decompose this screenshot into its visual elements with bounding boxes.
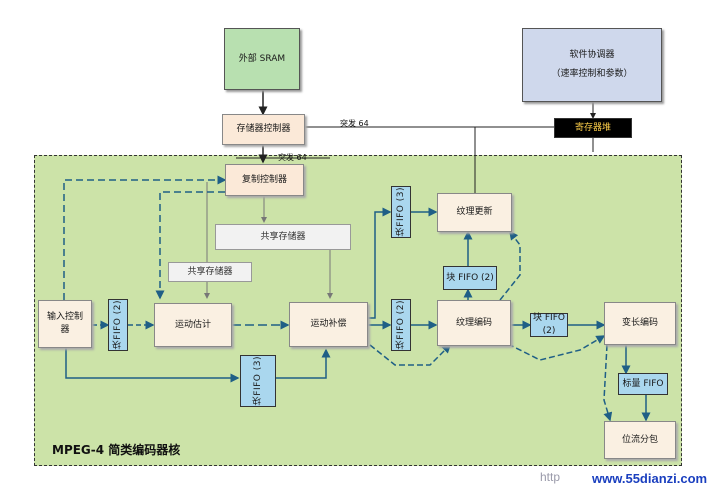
burst-label-top: 突发 64 <box>340 119 369 128</box>
software-coordinator-title: 软件协调器 <box>569 50 615 60</box>
core-title: MPEG-4 简类编码器核 <box>52 443 181 457</box>
mc-tex-curve <box>369 343 452 366</box>
fifo-texture-up-label: 块 FIFO (2) <box>446 272 494 283</box>
external-sram: 外部 SRAM <box>224 28 300 90</box>
fifo-input-label: 块FIFO (2) <box>112 300 123 350</box>
motion-compensation-label: 运动补偿 <box>310 319 347 329</box>
texture-update-label: 纹理更新 <box>456 207 493 217</box>
fifo-mc-right: 块FIFO (2) <box>391 299 411 351</box>
fifo-mc-top-label: 块FIFO (3) <box>395 187 406 237</box>
watermark: www.55dianzi.com <box>592 471 708 486</box>
variable-length-coding-label: 变长编码 <box>621 318 658 328</box>
bitstream-packer-label: 位流分包 <box>621 434 658 445</box>
input-top-loop <box>63 175 227 300</box>
fifo-scalar-label: 标量 FIFO <box>622 378 664 389</box>
software-coordinator-subtitle: （速率控制和参数） <box>551 69 633 79</box>
register-file-label: 寄存器堆 <box>574 122 611 133</box>
fifo-scalar: 标量 FIFO <box>618 373 668 395</box>
input-bottom-route <box>65 348 240 383</box>
input-controller: 输入控制器 <box>38 300 92 348</box>
texture-encoding-label: 纹理编码 <box>455 317 492 328</box>
copy-controller: 复制控制器 <box>225 164 304 196</box>
shared-memory-large: 共享存储器 <box>215 224 351 250</box>
copy-controller-label: 复制控制器 <box>241 174 287 185</box>
texture-update: 纹理更新 <box>437 193 512 232</box>
input-controller-label: 输入控制器 <box>46 312 83 335</box>
bitstream-packer: 位流分包 <box>604 421 676 459</box>
shared-memory-large-label: 共享存储器 <box>260 231 306 242</box>
external-sram-label: 外部 SRAM <box>238 53 286 64</box>
memory-controller-label: 存储器控制器 <box>236 124 291 134</box>
burst-top-line <box>305 126 594 152</box>
fifo-texture-up: 块 FIFO (2) <box>443 266 497 290</box>
motion-estimation-label: 运动估计 <box>174 319 211 330</box>
burst-label-bottom: 突发 64 <box>278 153 307 162</box>
software-coordinator: 软件协调器 （速率控制和参数） <box>522 28 662 102</box>
shared-memory-small-label: 共享存储器 <box>187 266 233 277</box>
fifo-bottom-mc <box>276 348 331 379</box>
fifo-bottom-label: 块FIFO (3) <box>252 356 263 406</box>
fifo-mc-right-label: 块FIFO (2) <box>395 300 406 350</box>
mc-fifo-top <box>368 207 392 319</box>
fifo-bottom: 块FIFO (3) <box>240 355 276 407</box>
vlc-packer-loop <box>603 344 613 422</box>
watermark-prefix: http <box>540 470 561 484</box>
shared-memory-small: 共享存储器 <box>168 262 252 282</box>
variable-length-coding: 变长编码 <box>604 302 676 345</box>
tex-update-loop <box>499 230 521 301</box>
memory-controller: 存储器控制器 <box>222 114 305 145</box>
texture-encoding: 纹理编码 <box>437 300 511 346</box>
fifo-texture-vlc-label: 块 FIFO (2) <box>533 313 565 336</box>
copy-me-loop <box>155 191 225 300</box>
tex-vlc-curve <box>499 335 606 361</box>
fifo-mc-top: 块FIFO (3) <box>391 186 411 238</box>
fifo-texture-vlc: 块 FIFO (2) <box>530 313 568 337</box>
register-file: 寄存器堆 <box>554 118 632 138</box>
motion-estimation: 运动估计 <box>154 303 232 347</box>
fifo-input: 块FIFO (2) <box>108 299 128 351</box>
motion-compensation: 运动补偿 <box>289 302 368 347</box>
